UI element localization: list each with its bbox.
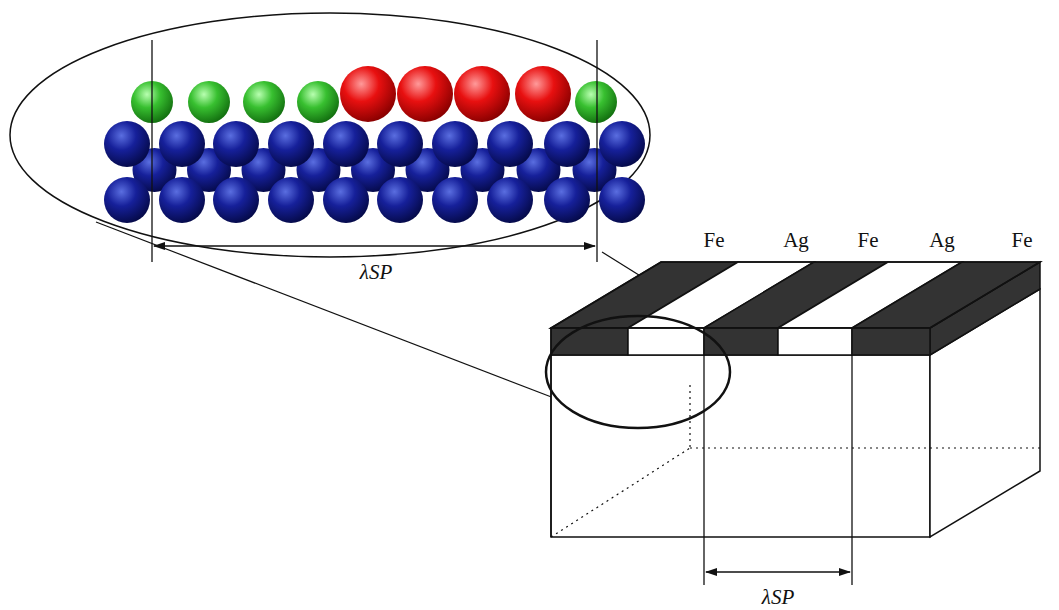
material-label: Fe	[858, 230, 879, 251]
material-label: Fe	[704, 230, 725, 251]
zoom-ellipse	[10, 13, 650, 257]
material-label: Fe	[1012, 230, 1033, 251]
material-label: Ag	[929, 230, 955, 251]
period-label: λSP	[760, 586, 796, 607]
dimension-lines	[704, 355, 852, 585]
period-label: λSP	[358, 262, 394, 283]
zoom-circle	[546, 316, 730, 428]
atom-layers	[104, 66, 645, 223]
striped-block	[551, 262, 1040, 537]
material-label: Ag	[783, 230, 809, 251]
hidden-edges	[551, 385, 1040, 537]
period-lines	[152, 40, 597, 262]
